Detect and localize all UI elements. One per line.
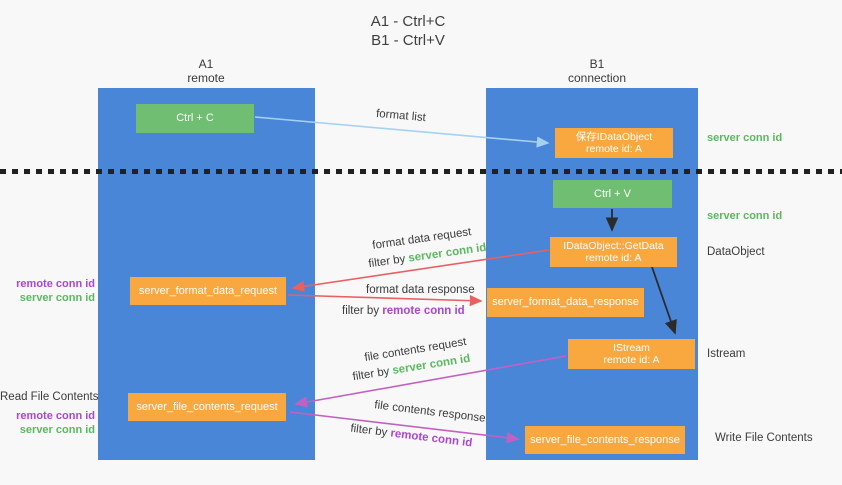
- label-file-contents-response: file contents response: [373, 399, 487, 425]
- node-getdata-line1: IDataObject::GetData: [563, 240, 664, 252]
- lane-header-b1: B1 connection: [532, 57, 662, 85]
- label-format-list: format list: [375, 107, 427, 125]
- node-ctrl-c: Ctrl + C: [136, 104, 254, 133]
- node-ctrl-c-label: Ctrl + C: [176, 112, 214, 124]
- label-dataobject: DataObject: [707, 246, 765, 258]
- label-server-conn-id-left-top: server conn id: [19, 292, 95, 304]
- label-server-conn-id-right-top: server conn id: [707, 132, 783, 144]
- label-server-conn-id-right-mid: server conn id: [707, 210, 783, 222]
- node-server-file-contents-request-label: server_file_contents_request: [136, 400, 278, 413]
- node-istream-line2: remote id: A: [603, 354, 660, 366]
- label-filter-remote-conn-2: filter by remote conn id: [349, 422, 473, 450]
- node-getdata: IDataObject::GetData remote id: A: [550, 237, 677, 267]
- lane-header-a1: A1 remote: [146, 57, 266, 85]
- node-ctrl-v-label: Ctrl + V: [594, 187, 631, 200]
- title-line-2: B1 - Ctrl+V: [371, 32, 445, 49]
- node-save-dataobject-line2: remote id: A: [585, 143, 643, 155]
- lane-b1-role: connection: [567, 71, 627, 85]
- lane-b1-name: B1: [589, 57, 605, 71]
- lane-a1-name: A1: [198, 57, 214, 71]
- node-getdata-line2: remote id: A: [585, 252, 642, 264]
- label-write-file-contents: Write File Contents: [715, 432, 813, 444]
- title-line-1: A1 - Ctrl+C: [370, 13, 446, 30]
- diagram-title: A1 - Ctrl+C B1 - Ctrl+V: [308, 12, 508, 50]
- node-istream-line1: IStream: [613, 342, 650, 354]
- label-read-file-contents: Read File Contents: [0, 391, 99, 403]
- node-server-format-data-request: server_format_data_request: [130, 277, 286, 305]
- label-server-conn-id-left-bottom: server conn id: [19, 424, 95, 436]
- label-format-data-response: format data response: [366, 284, 475, 296]
- label-remote-conn-id-left-top: remote conn id: [16, 278, 95, 290]
- node-server-format-data-response-label: server_format_data_response: [492, 296, 639, 308]
- node-save-dataobject-line1: 保存IDataObject: [575, 131, 653, 143]
- node-server-file-contents-response: server_file_contents_response: [525, 426, 685, 454]
- node-server-file-contents-response-label: server_file_contents_response: [530, 433, 680, 446]
- dashed-separator-line: [0, 169, 842, 174]
- node-save-dataobject: 保存IDataObject remote id: A: [555, 128, 673, 158]
- node-ctrl-v: Ctrl + V: [553, 180, 672, 208]
- node-server-format-data-request-label: server_format_data_request: [138, 284, 278, 297]
- node-istream: IStream remote id: A: [568, 339, 695, 369]
- label-istream: Istream: [707, 348, 746, 360]
- label-filter-remote-conn-1: filter by remote conn id: [342, 305, 465, 317]
- lane-a1-role: remote: [187, 71, 225, 85]
- node-server-format-data-response: server_format_data_response: [487, 288, 644, 317]
- node-server-file-contents-request: server_file_contents_request: [128, 393, 286, 421]
- label-remote-conn-id-left-bottom: remote conn id: [16, 410, 95, 422]
